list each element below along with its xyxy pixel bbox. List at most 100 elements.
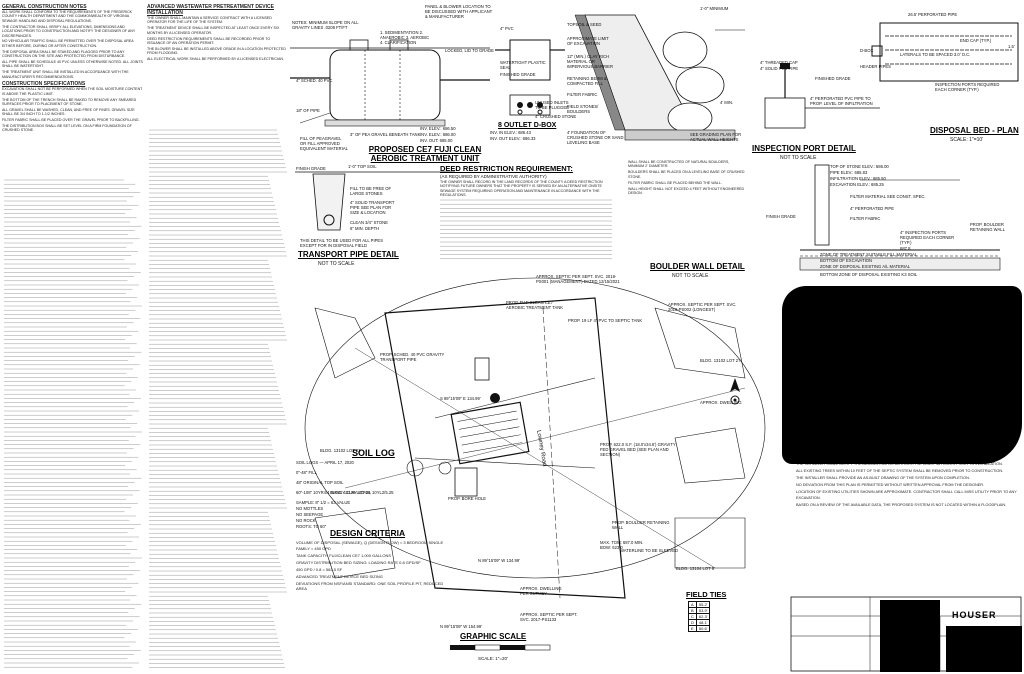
notes-header: GENERAL CONSTRUCTION NOTES xyxy=(2,4,87,10)
port-label: INFILTRATION ELEV.: 685.50 xyxy=(830,176,886,181)
tank-note: 18" OF PIPE xyxy=(296,108,320,113)
note-paragraph: FILTER FABRIC SHALL BE PLACED BEHIND THE… xyxy=(628,180,722,185)
pipe-note: THIS DETAIL TO BE USED FOR ALL PIPES EXC… xyxy=(300,238,383,248)
bed-label: INSPECTION PORTS REQUIRED EACH CORNER (T… xyxy=(935,82,1000,92)
plan-label: BLDG. 13102 LOT 27 xyxy=(700,358,741,363)
plan-label: APPROX. SEPTIC PER SEPT. SVC. 2018-PS002… xyxy=(668,302,737,312)
general-notes-column: GENERAL CONSTRUCTION NOTES ALL WORK SHAL… xyxy=(2,2,144,672)
tank-note: PANEL & BLOWER LOCATION TO BE DISCUSSED … xyxy=(425,4,493,19)
port-label: PROP. BOULDER RETAINING WALL xyxy=(970,222,1005,232)
dbox-label: 4" CRUSHED STONE xyxy=(535,114,577,119)
north-arrow-icon xyxy=(730,378,740,405)
soil-log-title: SOIL LOG xyxy=(352,448,395,458)
bed-label: 26.5' PERFORATED PIPE xyxy=(908,12,958,17)
plan-label: APPROX. SEPTIC PER SEPT. SVC. 2018-PS001… xyxy=(536,274,620,284)
note-paragraph: THE OWNER SHALL MAINTAIN A SERVICE CONTR… xyxy=(147,16,272,25)
redaction-block xyxy=(782,286,1022,464)
port-label: BOTTOM OF EXCAVATION xyxy=(820,258,873,263)
plan-label: WATERLINE TO BE SLEEVED xyxy=(620,548,679,553)
note-paragraph: LOCATION OF EXISTING UTILITIES SHOWN ARE… xyxy=(796,490,1017,500)
boulder-wall-title: BOULDER WALL DETAIL xyxy=(650,262,745,271)
note-paragraph: THE TREATMENT UNIT SHALL BE INSTALLED IN… xyxy=(2,70,129,79)
graphic-scale-label: SCALE: 1"=20' xyxy=(478,656,508,661)
title-block-label: HOUSER xyxy=(952,610,997,620)
soil-log-row: 0"-48" FILL xyxy=(296,470,317,475)
right-notes-column: THE INSTALLER SHALL NOTIFY THE ADMINISTR… xyxy=(796,462,1022,592)
soil-log-row: 60"-108" 10YR4/4 SANDY CLAY LOAM, 10YL2/… xyxy=(296,490,394,495)
port-label: PIPE ELEV.: 685.83 xyxy=(830,170,868,175)
bed-label: LATERALS TO BE SPACED 3.0' O.C. xyxy=(900,52,971,57)
bed-label: HEADER PIPES xyxy=(860,64,891,69)
plan-label: N 89°15'09" W 134.99' xyxy=(478,558,521,563)
note-paragraph: ALL WORK SHALL CONFORM TO THE REQUIREMEN… xyxy=(2,10,133,23)
trench-label: FILTER FABRIC xyxy=(567,92,598,97)
deed-title: DEED RESTRICTION REQUIREMENT: xyxy=(440,164,573,173)
plan-label: S 89°15'09" E 134.99' xyxy=(440,396,481,401)
pipe-label: 1'-0" TOP SOIL xyxy=(348,164,377,169)
plan-label: APPROX. DWELLING xyxy=(700,400,742,405)
design-line: GRAVITY DISTRIBUTION BED SIZING: LOADING… xyxy=(296,559,421,565)
deed-paragraph: THE OWNER SHALL RECORD IN THE LAND RECOR… xyxy=(440,180,603,198)
note-paragraph: THE TREATMENT DEVICE SHALL BE INSPECTED … xyxy=(147,26,280,35)
boulder-section-drawing xyxy=(574,14,745,141)
soil-log-row: 48" ORIGINAL TOP SOIL xyxy=(296,480,344,485)
tank-note: INV. ELEV.: 686.00 xyxy=(420,132,456,137)
redaction-block xyxy=(946,626,1022,672)
trench-label: TOPSOIL & SEED xyxy=(567,22,602,27)
note-paragraph: THE DISPOSAL AREA SHALL BE STAKED AND FL… xyxy=(2,49,126,59)
trench-label: 4' FOUNDATION OF CRUSHED STONE OR SAND L… xyxy=(567,130,624,145)
bed-label: 4" SOLID PVC PIPE xyxy=(760,66,799,71)
tank-note: INV. OUT: 685.00 xyxy=(420,138,453,143)
bed-label: 1.5' xyxy=(1008,44,1015,49)
plan-label: BLDG. 13106 LOT 25 xyxy=(330,490,371,495)
transport-pipe-title: TRANSPORT PIPE DETAIL xyxy=(298,250,399,259)
design-line: VOLUME OF DISPOSAL (SEWAGE), Q (DESIGN F… xyxy=(296,540,444,551)
design-criteria-block: VOLUME OF DISPOSAL (SEWAGE), Q (DESIGN F… xyxy=(296,540,446,622)
plan-label: BLDG. 13102 LOT 23 xyxy=(320,448,361,453)
trench-label: 4' MIN. xyxy=(720,100,734,105)
notes-header: CONSTRUCTION SPECIFICATIONS xyxy=(2,81,86,88)
dbox-label: FINISHED GRADE xyxy=(500,72,536,77)
site-plan-drawing xyxy=(304,277,766,599)
note-paragraph: ALL PIPE SHALL BE SCHEDULE 40 PVC UNLESS… xyxy=(2,60,143,69)
pipe-label: 6" MIN. DEPTH xyxy=(350,226,380,231)
dbox-label: INV. OUT ELEV.: 686.33 xyxy=(490,136,536,141)
note-paragraph: DEED RESTRICTION REQUIREMENTS SHALL BE R… xyxy=(147,36,271,46)
soil-log-row: SAMPLE: 8" 1/2 = 63 VALUE xyxy=(296,500,351,505)
boulder-wall-notes: WALL SHALL BE CONSTRUCTED OF NATURAL BOU… xyxy=(628,160,746,270)
field-tie-cell: E xyxy=(688,625,697,632)
port-label: FILTER MATERIAL SEE CONST. SPEC. xyxy=(850,194,926,199)
note-paragraph: ALL ELECTRICAL WORK SHALL BE PERFORMED B… xyxy=(147,57,284,62)
aerobic-tank-drawing xyxy=(290,39,490,127)
port-label: 4" INSPECTION PORTS REQUIRED EACH CORNER… xyxy=(900,230,955,245)
plan-label: MAX. TOM: 687.0 MIN. BOW: 623.0 xyxy=(600,540,644,550)
note-paragraph: THE DISTRIBUTION BOX SHALL BE SET LEVEL … xyxy=(2,124,132,133)
plan-label: PROP. 19 LF 4" PVC TO SEPTIC TANK xyxy=(568,318,643,323)
graphic-scale-title: GRAPHIC SCALE xyxy=(460,632,527,641)
design-criteria-title: DESIGN CRITERIA xyxy=(330,528,406,538)
pipe-label: FILL TO BE FREE OF LARGE STONES xyxy=(350,186,392,196)
note-paragraph: THE INSTALLER SHALL PROVIDE AN AS-BUILT … xyxy=(796,476,970,481)
note-paragraph: WALL HEIGHT SHALL NOT EXCEED 4 FEET WITH… xyxy=(628,186,745,195)
graphic-scale-bar xyxy=(450,644,551,651)
dbox-drawing xyxy=(495,39,565,116)
pipe-label: CLEAN 3/4" STONE xyxy=(350,220,388,225)
dbox-label: INV. IN ELEV.: 686.43 xyxy=(490,130,531,135)
disposal-bed-title: DISPOSAL BED - PLAN xyxy=(930,126,1019,135)
trench-label: SEE GRADING PLAN FOR ACTUAL WALL HEIGHTS xyxy=(690,132,742,142)
deed-text: THE OWNER SHALL RECORD IN THE LAND RECOR… xyxy=(440,180,618,260)
note-paragraph: NO DEVIATION FROM THIS PLAN IS PERMITTED… xyxy=(796,483,985,488)
trench-label: 12" (MIN.) CLAY RICH MATERIAL OR IMPERVI… xyxy=(567,54,613,69)
port-label: BOTTOM ZONE OF DISPOSAL EXISTING K3 SOIL xyxy=(820,272,918,277)
plan-label: APPROX. SEPTIC PER SEPT. SVC. 2017-PS113… xyxy=(520,612,578,622)
transport-pipe-scale: NOT TO SCALE xyxy=(318,261,355,267)
note-paragraph: ALL EXISTING TREES WITHIN 10 FEET OF THE… xyxy=(796,469,1004,474)
port-label: ZONE OF TREATMENT SUITABLE FILL MATERIAL xyxy=(820,252,918,257)
note-paragraph: THE BOTTOM OF THE TRENCH SHALL BE RAKED … xyxy=(2,97,137,106)
dbox-label: WATERTIGHT PLASTIC SEAL xyxy=(500,60,546,70)
note-paragraph: BASED ON A REVIEW OF THE AVAILABLE DATA,… xyxy=(796,503,1007,508)
